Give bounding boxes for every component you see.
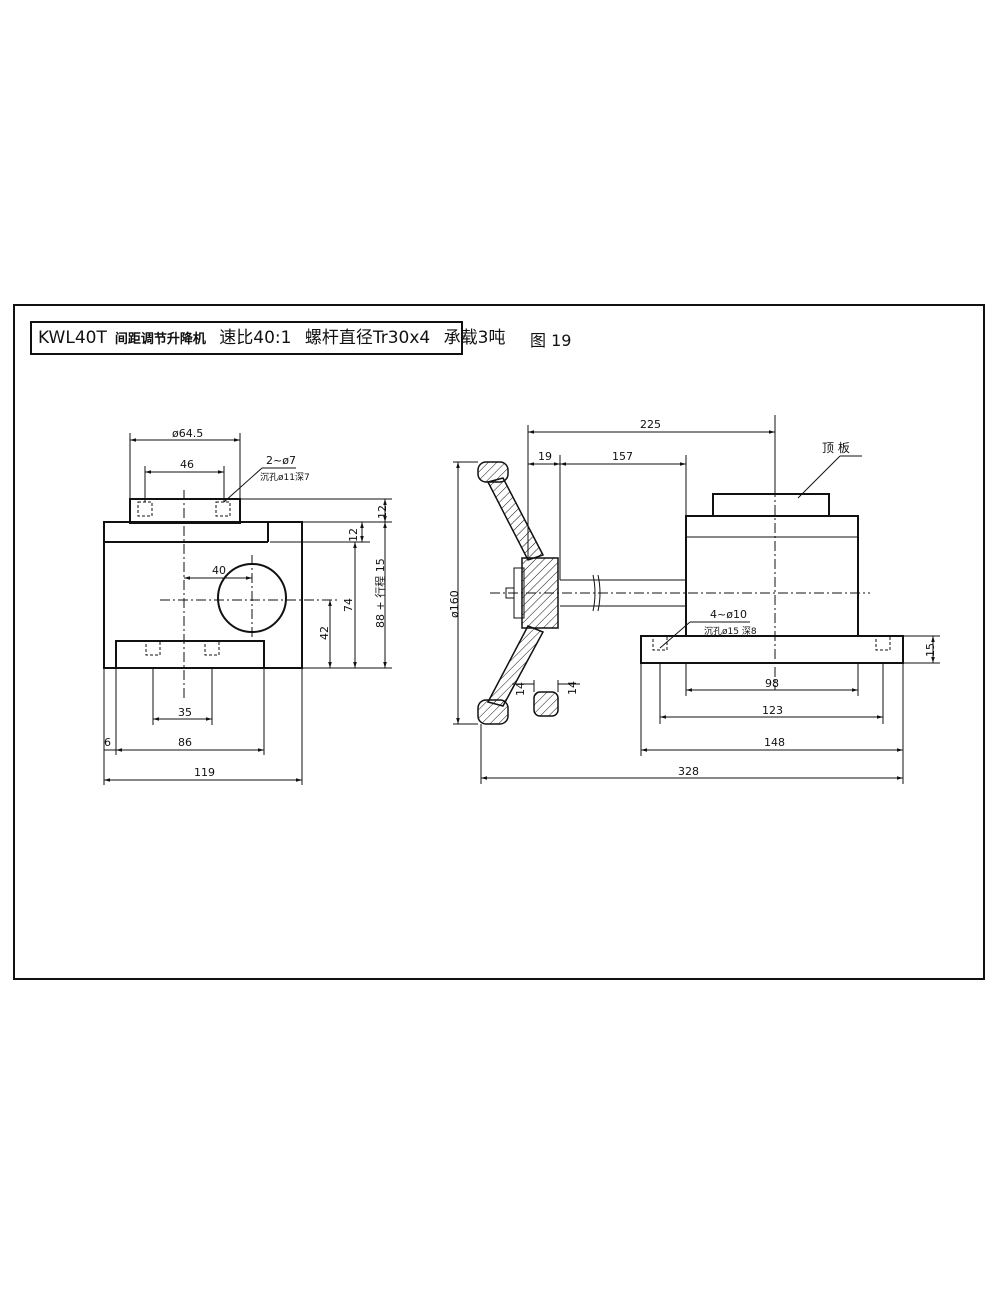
dim-2-phi7: 2~ø7 xyxy=(266,454,296,467)
dim-40: 40 xyxy=(212,564,226,577)
title-box: KWL40T 间距调节升降机 速比40:1 螺杆直径Tr30x4 承载3吨 xyxy=(30,321,505,355)
title-load: 承载3吨 xyxy=(443,328,506,348)
dim-74: 74 xyxy=(342,598,355,612)
dim-12-top: 12 xyxy=(376,505,389,519)
label-top-plate: 顶 板 xyxy=(822,441,850,455)
spoke-section xyxy=(533,691,559,717)
dim-157: 157 xyxy=(612,450,633,463)
dim-42: 42 xyxy=(318,626,331,640)
dim-4-phi10: 4~ø10 xyxy=(710,608,747,621)
handwheel-hub xyxy=(521,557,559,629)
side-view: 14 14 ø160 225 19 157 顶 板 4~ø10 沉孔ø15 深8… xyxy=(448,415,940,784)
figure-label: 图 19 xyxy=(530,331,572,350)
dim-46: 46 xyxy=(180,458,194,471)
dim-148: 148 xyxy=(764,736,785,749)
dim-counterbore2: 沉孔ø15 深8 xyxy=(704,626,757,637)
dim-225: 225 xyxy=(640,418,661,431)
title-ratio: 速比40:1 xyxy=(219,328,292,348)
title-model: KWL40T xyxy=(38,328,107,348)
dim-98: 98 xyxy=(765,677,779,690)
handwheel-spoke-bottom xyxy=(486,625,545,707)
title-screw: 螺杆直径Tr30x4 xyxy=(304,328,431,348)
handwheel-spoke-top xyxy=(486,477,545,561)
front-base-flange xyxy=(115,640,265,669)
dim-phi-64-5: ø64.5 xyxy=(172,427,203,440)
front-view: ø64.5 46 2~ø7 沉孔ø11深7 12 12 88 + 行程 15 7… xyxy=(103,427,392,785)
side-top-plate xyxy=(712,493,830,517)
dim-123: 123 xyxy=(762,704,783,717)
front-body xyxy=(103,521,303,669)
dim-14-a: 14 xyxy=(514,682,527,696)
side-base-flange xyxy=(640,635,904,664)
dim-15-right: 15 xyxy=(924,643,937,657)
dim-86: 86 xyxy=(178,736,192,749)
title-name: 间距调节升降机 xyxy=(114,332,206,347)
dim-12-mid: 12 xyxy=(347,528,360,542)
dim-35: 35 xyxy=(178,706,192,719)
dim-328: 328 xyxy=(678,765,699,778)
dim-19: 19 xyxy=(538,450,552,463)
drawing-frame xyxy=(13,304,985,980)
dim-6: 6 xyxy=(104,736,111,749)
dim-phi160: ø160 xyxy=(448,590,461,618)
front-top-bolt-left xyxy=(137,501,153,517)
dim-119: 119 xyxy=(194,766,215,779)
dim-88-stroke-15: 88 + 行程 15 xyxy=(374,558,387,628)
dim-14-b: 14 xyxy=(566,681,579,695)
front-top-plate xyxy=(129,498,241,524)
dim-counterbore: 沉孔ø11深7 xyxy=(260,472,310,483)
front-top-bolt-right xyxy=(215,501,231,517)
